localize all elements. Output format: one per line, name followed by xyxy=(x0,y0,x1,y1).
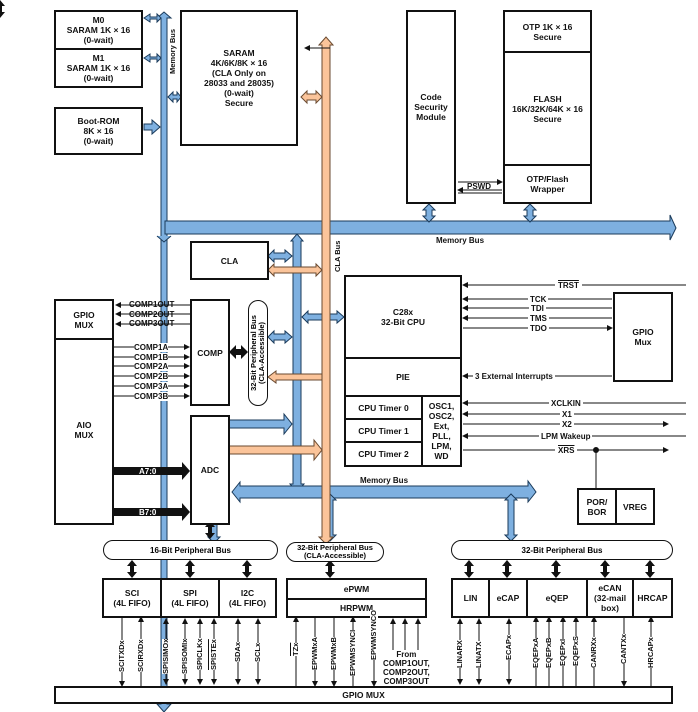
gpio-mux-right: GPIO Mux xyxy=(613,292,673,382)
comp2out-label: COMP2OUT xyxy=(129,310,175,319)
otp-block: OTP 1K × 16 Secure xyxy=(503,10,592,53)
cpu-timer-0: CPU Timer 0 xyxy=(344,395,423,420)
memory-bus-lower xyxy=(231,479,537,504)
memory-bus-horizontal xyxy=(164,214,677,241)
flash-block: FLASH 16K/32K/64K × 16 Secure xyxy=(503,51,592,166)
pin-label: TZx xyxy=(291,642,300,656)
memory-bus-label: Memory Bus xyxy=(436,236,485,245)
spi-block: SPI (4L FIFO) xyxy=(160,578,220,618)
periph32-bus: 32-Bit Peripheral Bus xyxy=(451,540,673,560)
i2c-block: I2C (4L FIFO) xyxy=(218,578,277,618)
m0-saram: M0 SARAM 1K × 16 (0-wait) xyxy=(54,10,143,50)
tck-signal: TCK xyxy=(528,295,549,304)
comp1a-label: COMP1A xyxy=(134,343,169,352)
cpu-timer-1: CPU Timer 1 xyxy=(344,418,423,443)
pin-label: EQEPxS xyxy=(571,635,580,666)
pswd-label: PSWD xyxy=(467,182,491,191)
comp3out-label: COMP3OUT xyxy=(129,319,175,328)
lin-block: LIN xyxy=(451,578,490,618)
pie-block: PIE xyxy=(344,357,462,397)
sci-block: SCI (4L FIFO) xyxy=(102,578,162,618)
pin-label: EPWMSYNCO xyxy=(369,609,378,660)
pin-label: EQEPxA xyxy=(531,637,540,668)
eqep-block: eQEP xyxy=(526,578,588,618)
pin-label: EQEPxI xyxy=(558,638,567,666)
memory-bus-label-vertical: Memory Bus xyxy=(168,28,177,74)
epwm-block: ePWM xyxy=(286,578,427,600)
pin-label: EPWMxA xyxy=(310,637,319,670)
gpio-mux-bottom: GPIO MUX xyxy=(54,686,673,704)
periph32-cla-vertical-pill: 32-Bit Peripheral Bus (CLA-Accessible) xyxy=(248,300,268,406)
osc-pll-block: OSC1, OSC2, Ext, PLL, LPM, WD xyxy=(421,395,462,467)
x1-signal: X1 xyxy=(560,410,574,419)
pin-label: SPISIMOx xyxy=(161,638,170,674)
saram-block: SARAM 4K/6K/8K × 16 (CLA Only on 28033 a… xyxy=(180,10,298,146)
peripheral-bus-vertical xyxy=(288,233,306,493)
periph32-cla-vertical-label: 32-Bit Peripheral Bus (CLA-Accessible) xyxy=(249,315,267,391)
tms-signal: TMS xyxy=(528,314,549,323)
periph32-cla-bus: 32-Bit Peripheral Bus (CLA-Accessible) xyxy=(286,542,384,562)
pin-label: ECAPx xyxy=(504,634,513,660)
comp2b-label: COMP2B xyxy=(134,372,169,381)
pin-label: SPICLKx xyxy=(195,638,204,670)
comp-block: COMP xyxy=(190,299,230,406)
lpm-wakeup-signal: LPM Wakeup xyxy=(539,432,593,441)
periph16-bus: 16-Bit Peripheral Bus xyxy=(103,540,278,560)
comp1out-label: COMP1OUT xyxy=(129,300,175,309)
pin-label: CANTXx xyxy=(619,633,628,664)
cla-bus-label: CLA Bus xyxy=(333,240,342,272)
a-bus-label: A7:0 xyxy=(139,467,157,476)
aio-mux: AIO MUX xyxy=(54,338,114,525)
otp-flash-wrapper: OTP/Flash Wrapper xyxy=(503,164,592,204)
xclkin-signal: XCLKIN xyxy=(549,399,583,408)
comp3a-label: COMP3A xyxy=(134,382,169,391)
pin-label: SPISOMIx xyxy=(180,638,189,674)
vreg: VREG xyxy=(615,488,655,525)
gpio-mux-left: GPIO MUX xyxy=(54,299,114,340)
ecan-block: eCAN (32-mail box) xyxy=(586,578,634,618)
code-security-module: Code Security Module xyxy=(406,10,456,204)
comp1b-label: COMP1B xyxy=(134,353,169,362)
hrpwm-block: HRPWM xyxy=(286,598,427,618)
cla-block: CLA xyxy=(190,241,269,280)
from-comp-label: From COMP1OUT, COMP2OUT, COMP3OUT xyxy=(383,650,430,686)
pin-label: EPWMSYNCI xyxy=(348,629,357,676)
por-bor: POR/ BOR xyxy=(577,488,617,525)
pin-label: SCLx xyxy=(253,642,262,662)
boot-rom: Boot-ROM 8K × 16 (0-wait) xyxy=(54,107,143,155)
adc-block: ADC xyxy=(190,415,230,525)
memory-bus-lower-label: Memory Bus xyxy=(360,476,409,485)
ecap-block: eCAP xyxy=(488,578,528,618)
pin-label: CANRXx xyxy=(589,637,598,668)
comp3b-label: COMP3B xyxy=(134,392,169,401)
pin-label: EQEPxB xyxy=(544,637,553,668)
pin-label: LINATX xyxy=(474,641,483,668)
pin-label: SCITXDx xyxy=(117,640,126,672)
pin-label: LINARX xyxy=(455,640,464,668)
c28x-cpu: C28x 32-Bit CPU xyxy=(344,275,462,359)
b-bus-label: B7:0 xyxy=(139,508,157,517)
xrs-signal: XRS xyxy=(555,446,578,455)
pin-label: SCIRXDx xyxy=(136,639,145,672)
pin-label: HRCAPx xyxy=(646,637,655,668)
x2-signal: X2 xyxy=(560,420,574,429)
trst-signal: TRST xyxy=(555,281,582,290)
comp2a-label: COMP2A xyxy=(134,362,169,371)
pin-label: SDAx xyxy=(233,641,242,662)
hrcap-block: HRCAP xyxy=(632,578,673,618)
cla-bus xyxy=(317,36,335,545)
pin-label: SPISTEx xyxy=(209,639,218,670)
m1-saram: M1 SARAM 1K × 16 (0-wait) xyxy=(54,48,143,88)
pin-label: EPWMxB xyxy=(329,637,338,670)
ext-interrupts-signal: 3 External Interrupts xyxy=(473,372,555,381)
tdi-signal: TDI xyxy=(529,304,546,313)
tdo-signal: TDO xyxy=(528,324,549,333)
cpu-timer-2: CPU Timer 2 xyxy=(344,441,423,467)
